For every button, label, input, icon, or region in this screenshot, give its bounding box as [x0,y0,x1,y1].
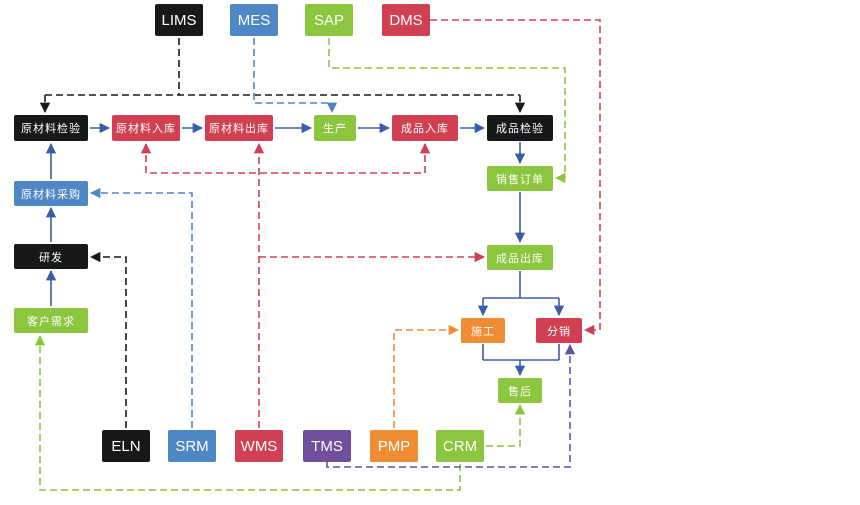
node-production: 生产 [314,115,356,141]
node-finished-inspect: 成品检验 [487,115,553,141]
node-tms: TMS [303,430,351,462]
node-finished-in: 成品入库 [392,115,458,141]
node-srm: SRM [168,430,216,462]
node-raw-out: 原材料出库 [205,115,273,141]
edge-mes-production [253,38,338,114]
node-dms: DMS [382,4,430,36]
node-wms: WMS [235,430,283,462]
edge-lims-trunk [45,38,520,96]
node-customer-demand: 客户需求 [14,308,88,333]
node-after-sales: 售后 [498,378,542,403]
node-rnd: 研发 [14,244,88,269]
node-crm: CRM [436,430,484,462]
node-mes: MES [230,4,278,36]
node-sales-order: 销售订单 [487,166,553,191]
node-finished-out: 成品出库 [487,245,553,270]
edge-eln-rnd [89,251,127,428]
edge-join-aftersales-trunk [482,344,560,361]
node-distribution: 分销 [536,318,582,343]
edge-srm-procurement [89,187,193,428]
edge-pmp-construction [393,324,460,428]
node-eln: ELN [102,430,150,462]
node-raw-in: 原材料入库 [112,115,180,141]
edge-crm-aftersales [486,403,526,447]
edge-sap-salesorder [328,38,566,184]
node-construction: 施工 [461,318,505,343]
edge-crm-customerdemand [34,334,461,491]
node-lims: LIMS [155,4,203,36]
node-sap: SAP [305,4,353,36]
edge-wms-rawin-finishedin [140,142,431,174]
edge-finishedout-branch [483,271,559,299]
edge-dms-distribution [430,19,601,336]
node-raw-inspect: 原材料检验 [14,115,88,141]
node-procurement: 原材料采购 [14,181,88,206]
edge-tms-distribution [326,343,576,468]
node-pmp: PMP [370,430,418,462]
